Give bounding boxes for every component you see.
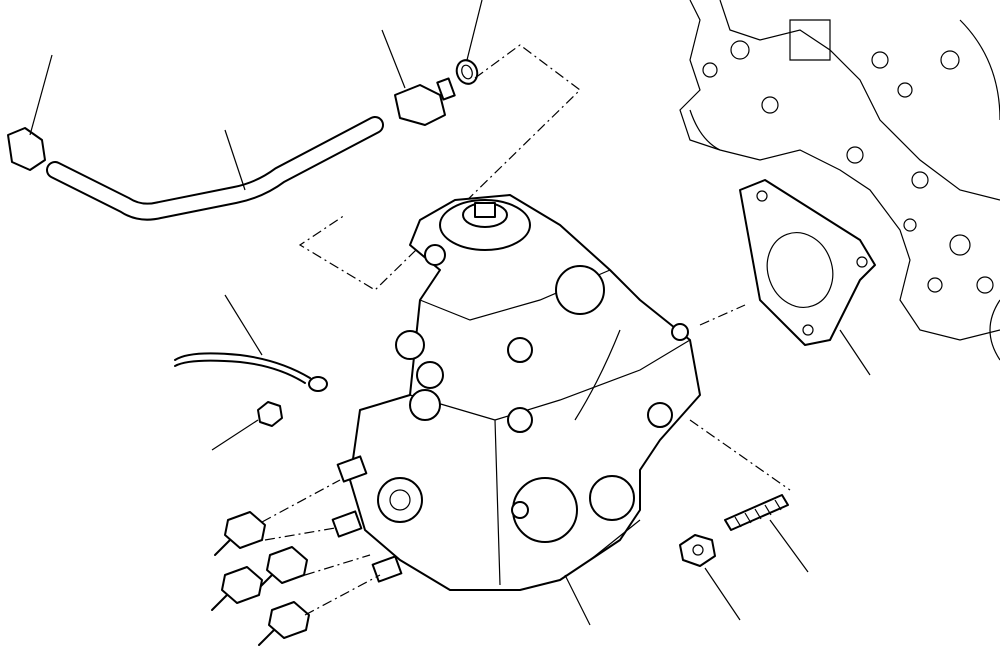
union-fitting xyxy=(381,29,456,126)
stud xyxy=(724,494,809,573)
hollow-screw xyxy=(7,54,53,171)
fuel-injection-pump xyxy=(331,194,701,626)
dashed-alignment-line xyxy=(689,304,791,491)
delivery-valve-holders xyxy=(211,479,381,646)
fuel-hose xyxy=(46,116,384,221)
hex-nut-left xyxy=(211,401,283,451)
pump-flange-gasket xyxy=(739,179,876,376)
sealing-washer xyxy=(455,0,483,85)
electrical-lead xyxy=(174,294,328,392)
flange-nut xyxy=(679,534,741,621)
dashed-assembly-line xyxy=(298,44,581,291)
engine-front-cover xyxy=(679,0,1000,361)
